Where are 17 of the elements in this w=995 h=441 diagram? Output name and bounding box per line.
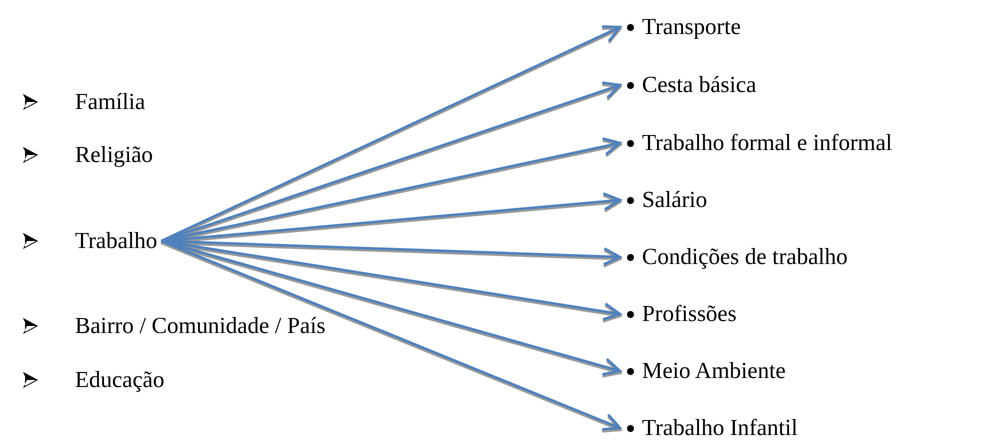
arrow — [160, 81, 622, 242]
item-text: Transporte — [642, 14, 741, 39]
item-text: Meio Ambiente — [642, 358, 786, 383]
item-text: Salário — [642, 187, 708, 212]
arrow — [160, 25, 622, 242]
list-item-text: Família — [75, 88, 146, 116]
list-item-text: Educação — [75, 366, 164, 394]
list-item-text: Trabalho — [75, 227, 158, 255]
arrow — [160, 240, 622, 376]
item-text: Profissões — [642, 301, 737, 326]
item-text: Trabalho formal e informal — [642, 130, 892, 155]
item-text: Condições de trabalho — [642, 244, 848, 269]
item-text: Cesta básica — [642, 72, 756, 97]
item-text: Trabalho Infantil — [642, 415, 798, 440]
list-item-text: Religião — [75, 141, 153, 169]
list-item-text: Bairro / Comunidade / País — [75, 312, 326, 340]
arrow — [160, 240, 622, 431]
